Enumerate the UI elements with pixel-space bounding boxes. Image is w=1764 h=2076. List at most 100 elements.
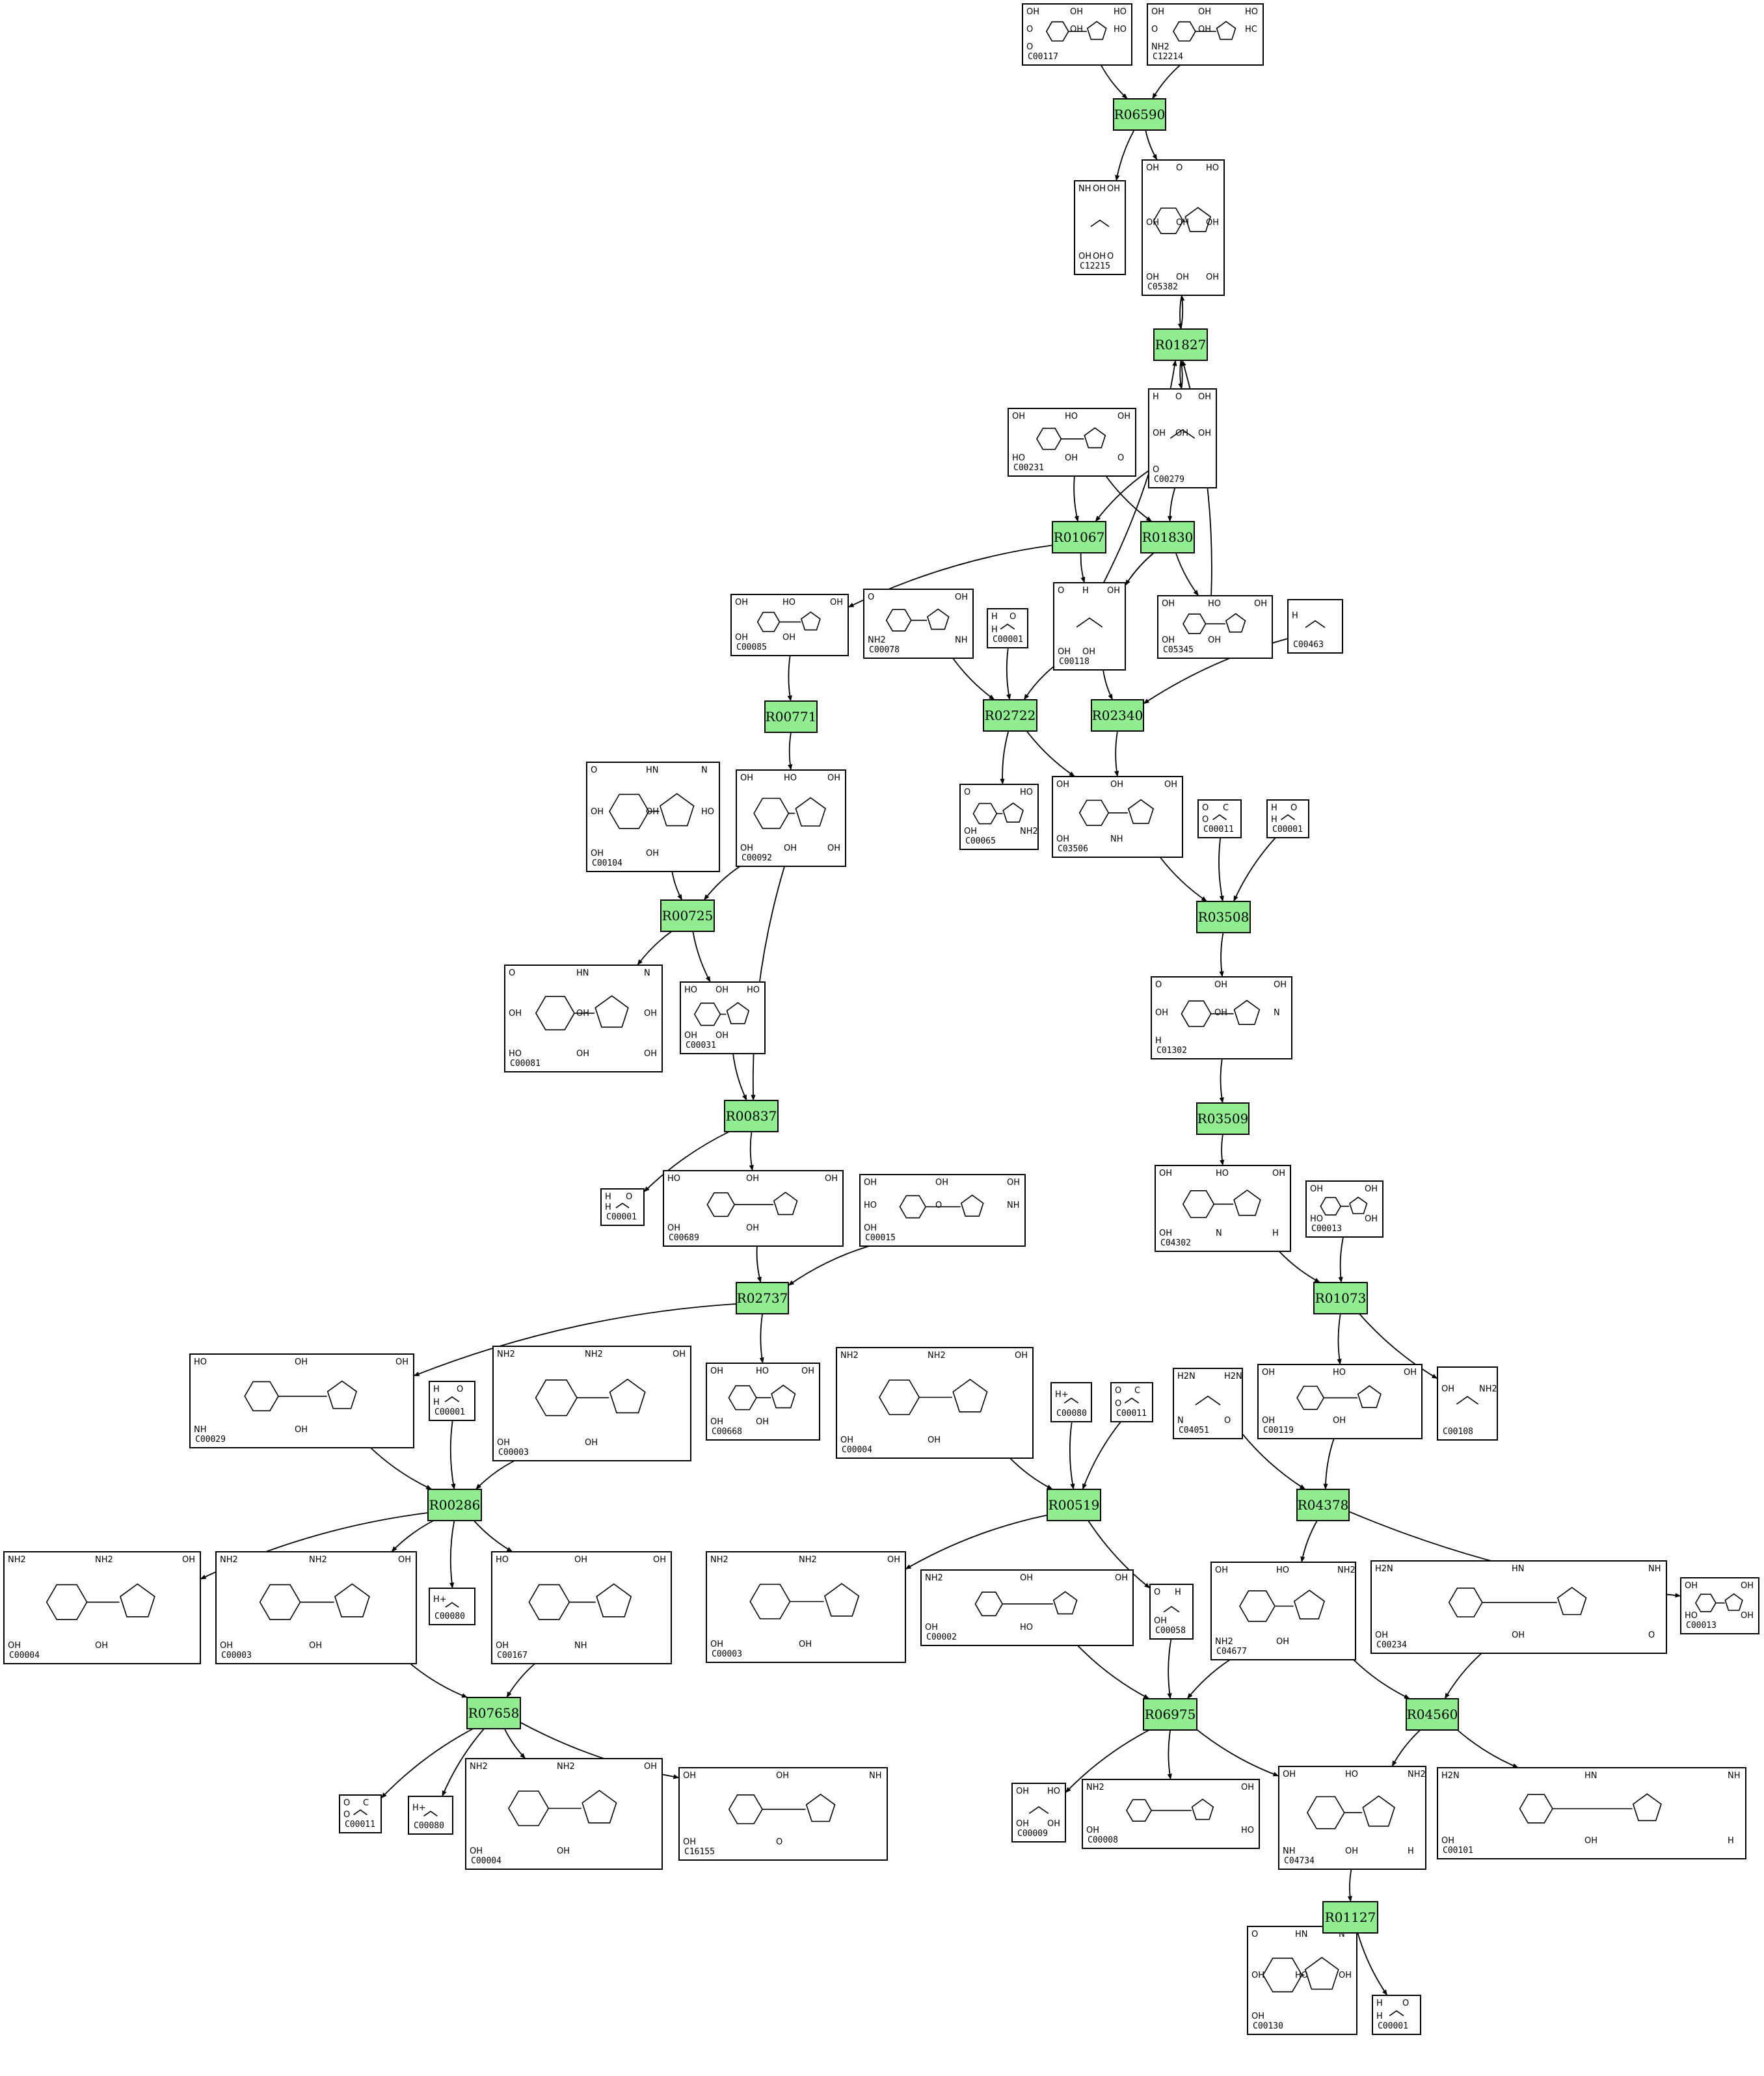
compound-node[interactable]: H+C00080	[1050, 1382, 1092, 1422]
molecule-structure-icon	[444, 1396, 460, 1402]
reaction-node[interactable]: R07658	[466, 1697, 521, 1729]
atom-label: OH	[740, 773, 753, 783]
molecule-structure-icon	[1090, 219, 1110, 228]
atom-label: OH	[646, 807, 659, 817]
reaction-node[interactable]: R00771	[764, 700, 818, 733]
reaction-node[interactable]: R00837	[724, 1100, 779, 1132]
reaction-node[interactable]: R02737	[736, 1282, 789, 1314]
compound-node[interactable]: H+C00080	[408, 1796, 453, 1835]
reaction-node[interactable]: R01830	[1140, 521, 1195, 553]
reaction-node[interactable]: R02722	[983, 699, 1037, 732]
compound-id-label: C00080	[434, 1612, 465, 1621]
compound-id-label: C00668	[712, 1427, 742, 1437]
reaction-node[interactable]: R00519	[1047, 1489, 1101, 1521]
atom-label: HO	[1685, 1611, 1698, 1621]
reaction-node[interactable]: R01067	[1052, 521, 1106, 553]
compound-node[interactable]: H+C00080	[429, 1588, 475, 1625]
atom-label: OH	[1082, 647, 1095, 657]
reaction-node[interactable]: R02340	[1091, 699, 1144, 732]
reaction-node[interactable]: R01127	[1322, 1901, 1378, 1934]
compound-box	[736, 769, 846, 867]
reaction-edge	[1077, 1645, 1150, 1699]
reaction-edge	[1069, 1421, 1075, 1490]
reaction-node[interactable]: R01827	[1153, 328, 1208, 361]
atom-label: OH	[1070, 7, 1083, 17]
compound-id-label: C03506	[1058, 844, 1088, 854]
reaction-node[interactable]: R03509	[1196, 1102, 1250, 1135]
reaction-node[interactable]: R00725	[660, 899, 715, 932]
reaction-edge	[1337, 1313, 1342, 1365]
reaction-node[interactable]: R04378	[1296, 1489, 1350, 1521]
reaction-node[interactable]: R01073	[1313, 1282, 1368, 1314]
reaction-node[interactable]: R03508	[1196, 901, 1251, 933]
reaction-node[interactable]: R06590	[1113, 98, 1166, 131]
reaction-node[interactable]: R04560	[1406, 1698, 1459, 1731]
atom-label: OH	[1155, 1008, 1168, 1018]
reaction-node[interactable]: R00286	[427, 1489, 482, 1521]
reaction-box	[1153, 328, 1208, 361]
reaction-edge	[449, 1420, 456, 1490]
atom-label: OH	[1206, 218, 1219, 228]
atom-label: OH	[715, 985, 728, 995]
molecule-structure-icon	[885, 608, 950, 632]
reaction-id-label: R03509	[1197, 1111, 1249, 1126]
compound-id-label: C00689	[669, 1233, 699, 1243]
molecule-structure-icon	[1212, 814, 1227, 820]
atom-label: OH	[1146, 273, 1159, 282]
reaction-node[interactable]: R06975	[1143, 1698, 1197, 1731]
